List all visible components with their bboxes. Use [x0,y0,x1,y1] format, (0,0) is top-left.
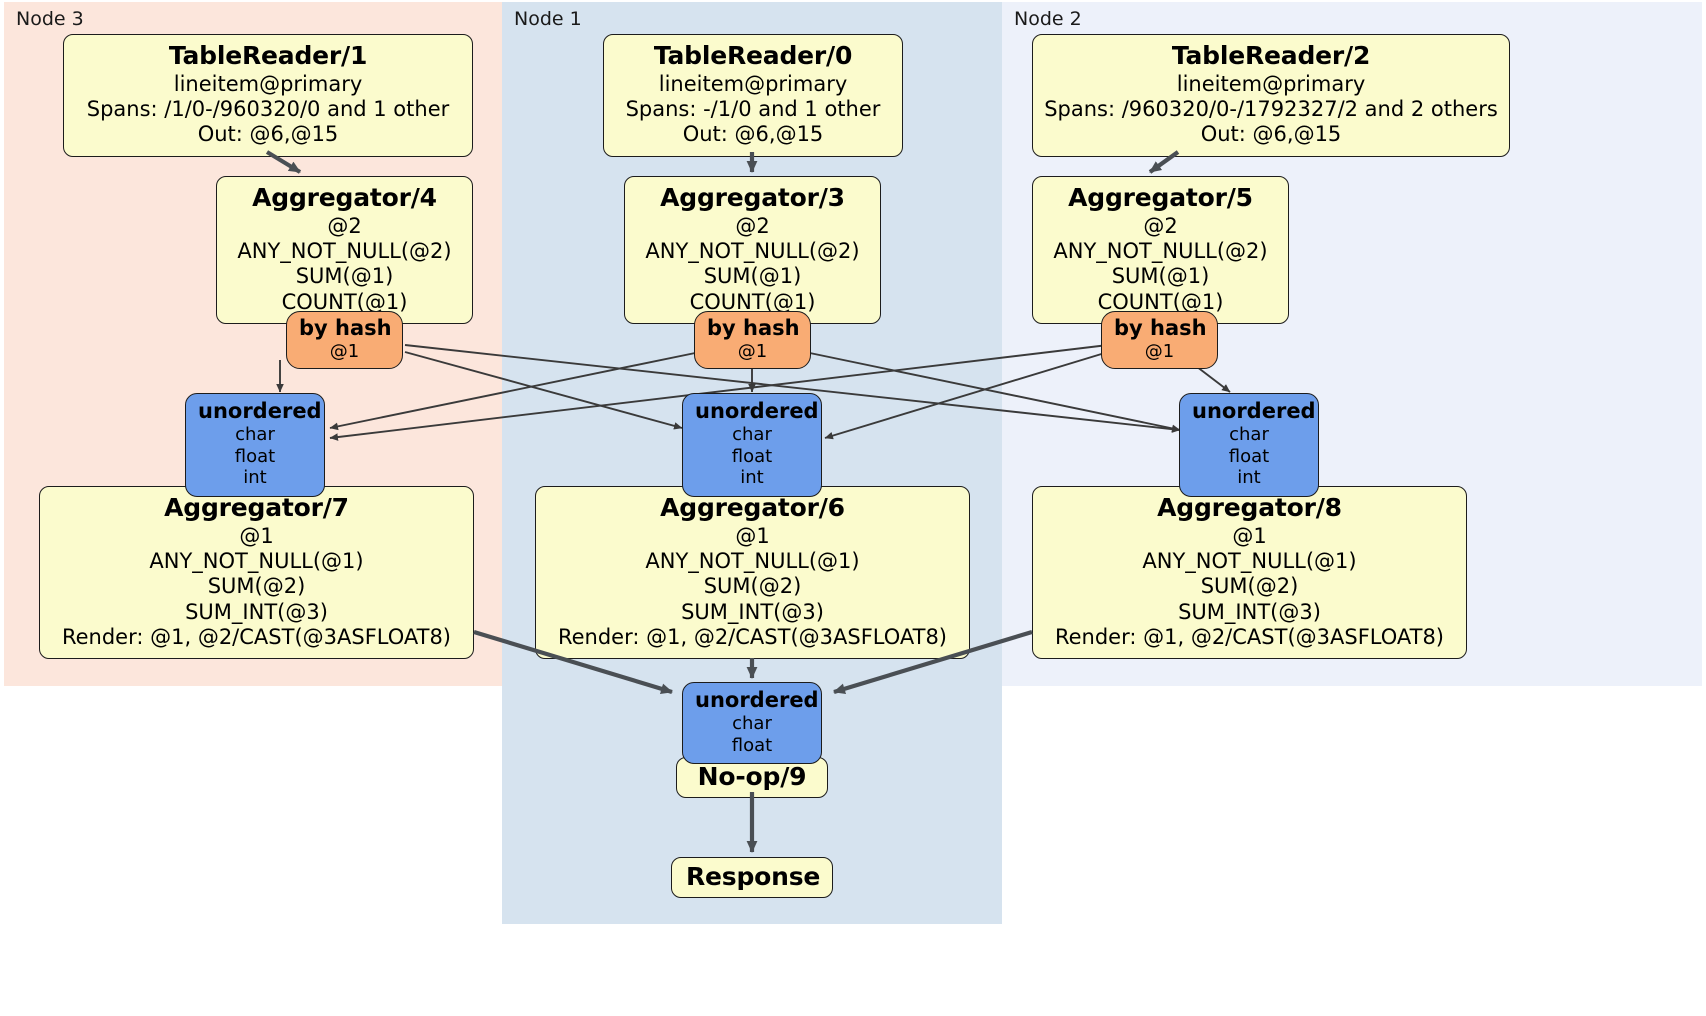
processor-detail-agg3: SUM_INT(@3) [1178,599,1321,624]
synchronizer-unordered-final[interactable]: unordered char float [682,682,822,765]
processor-title: Response [686,862,821,891]
processor-title: Aggregator/8 [1157,493,1342,522]
router-detail-col: @1 [737,340,768,362]
processor-response[interactable]: Response [671,857,833,898]
synchronizer-title: unordered [1192,399,1316,423]
processor-title: TableReader/1 [168,41,368,70]
router-by-hash-right[interactable]: by hash @1 [1101,311,1218,369]
processor-tablereader-0[interactable]: TableReader/0 lineitem@primary Spans: -/… [603,34,903,157]
processor-title: TableReader/2 [1171,41,1371,70]
processor-detail-agg3: SUM_INT(@3) [185,599,328,624]
processor-detail-groupcols: @1 [239,524,274,548]
processor-detail-spans: Spans: -/1/0 and 1 other [625,97,881,122]
processor-detail-agg2: SUM(@1) [703,264,802,289]
processor-title: Aggregator/5 [1068,183,1253,212]
router-detail-col: @1 [329,340,360,362]
processor-detail-out: Out: @6,@15 [682,122,824,147]
processor-detail-agg1: ANY_NOT_NULL(@2) [237,239,452,264]
synchronizer-unordered-right[interactable]: unordered char float int [1179,393,1319,497]
processor-title: Aggregator/7 [164,493,349,522]
processor-detail-render: Render: @1, @2/CAST(@3ASFLOAT8) [61,624,452,649]
synchronizer-title: unordered [695,399,819,423]
processor-aggregator-4[interactable]: Aggregator/4 @2 ANY_NOT_NULL(@2) SUM(@1)… [216,176,473,324]
processor-detail-groupcols: @2 [1143,214,1178,238]
synchronizer-type-char: char [732,424,772,446]
router-title: by hash [1114,316,1207,340]
processor-detail-spans: Spans: /960320/0-/1792327/2 and 2 others [1044,97,1498,122]
router-by-hash-left[interactable]: by hash @1 [286,311,403,369]
processor-aggregator-8[interactable]: Aggregator/8 @1 ANY_NOT_NULL(@1) SUM(@2)… [1032,486,1467,659]
processor-title: TableReader/0 [653,41,853,70]
processor-detail-groupcols: @2 [327,214,362,238]
processor-detail-agg2: SUM(@2) [1200,574,1299,599]
processor-detail-agg2: SUM(@2) [207,574,306,599]
processor-tablereader-2[interactable]: TableReader/2 lineitem@primary Spans: /9… [1032,34,1510,157]
synchronizer-type-float: float [234,445,276,467]
processor-detail-table: lineitem@primary [173,72,363,96]
processor-title: Aggregator/4 [252,183,437,212]
router-title: by hash [299,316,392,340]
processor-detail-agg2: SUM(@1) [295,264,394,289]
processor-detail-agg3: COUNT(@1) [689,289,816,314]
synchronizer-type-float: float [731,734,773,756]
processor-tablereader-1[interactable]: TableReader/1 lineitem@primary Spans: /1… [63,34,473,157]
synchronizer-type-char: char [732,713,772,735]
synchronizer-type-int: int [740,467,764,489]
processor-detail-agg2: SUM(@1) [1111,264,1210,289]
processor-detail-out: Out: @6,@15 [1200,122,1342,147]
synchronizer-type-char: char [235,424,275,446]
processor-aggregator-7[interactable]: Aggregator/7 @1 ANY_NOT_NULL(@1) SUM(@2)… [39,486,474,659]
processor-detail-table: lineitem@primary [658,72,848,96]
synchronizer-type-int: int [1237,467,1261,489]
processor-detail-render: Render: @1, @2/CAST(@3ASFLOAT8) [557,624,948,649]
processor-title: Aggregator/3 [660,183,845,212]
processor-detail-agg1: ANY_NOT_NULL(@1) [645,549,860,574]
synchronizer-title: unordered [695,688,819,712]
processor-detail-agg1: ANY_NOT_NULL(@2) [645,239,860,264]
processor-detail-groupcols: @2 [735,214,770,238]
synchronizer-type-float: float [1228,445,1270,467]
processor-detail-table: lineitem@primary [1176,72,1366,96]
processor-title: Aggregator/6 [660,493,845,522]
processor-detail-agg3: COUNT(@1) [281,289,408,314]
node-panel-label-node2: Node 2 [1014,8,1082,30]
synchronizer-type-char: char [1229,424,1269,446]
processor-detail-agg2: SUM(@2) [703,574,802,599]
processor-detail-agg3: COUNT(@1) [1097,289,1224,314]
processor-detail-agg1: ANY_NOT_NULL(@2) [1053,239,1268,264]
processor-detail-spans: Spans: /1/0-/960320/0 and 1 other [86,97,450,122]
processor-aggregator-3[interactable]: Aggregator/3 @2 ANY_NOT_NULL(@2) SUM(@1)… [624,176,881,324]
processor-detail-groupcols: @1 [1232,524,1267,548]
processor-aggregator-5[interactable]: Aggregator/5 @2 ANY_NOT_NULL(@2) SUM(@1)… [1032,176,1289,324]
router-title: by hash [707,316,800,340]
processor-aggregator-6[interactable]: Aggregator/6 @1 ANY_NOT_NULL(@1) SUM(@2)… [535,486,970,659]
processor-detail-agg1: ANY_NOT_NULL(@1) [149,549,364,574]
processor-detail-agg3: SUM_INT(@3) [681,599,824,624]
synchronizer-unordered-center[interactable]: unordered char float int [682,393,822,497]
router-by-hash-center[interactable]: by hash @1 [694,311,811,369]
processor-detail-groupcols: @1 [735,524,770,548]
processor-detail-agg1: ANY_NOT_NULL(@1) [1142,549,1357,574]
synchronizer-type-float: float [731,445,773,467]
synchronizer-unordered-left[interactable]: unordered char float int [185,393,325,497]
processor-detail-render: Render: @1, @2/CAST(@3ASFLOAT8) [1054,624,1445,649]
router-detail-col: @1 [1144,340,1175,362]
processor-title: No-op/9 [697,762,807,791]
synchronizer-type-int: int [243,467,267,489]
processor-detail-out: Out: @6,@15 [197,122,339,147]
node-panel-label-node3: Node 3 [16,8,84,30]
synchronizer-title: unordered [198,399,322,423]
node-panel-label-node1: Node 1 [514,8,582,30]
